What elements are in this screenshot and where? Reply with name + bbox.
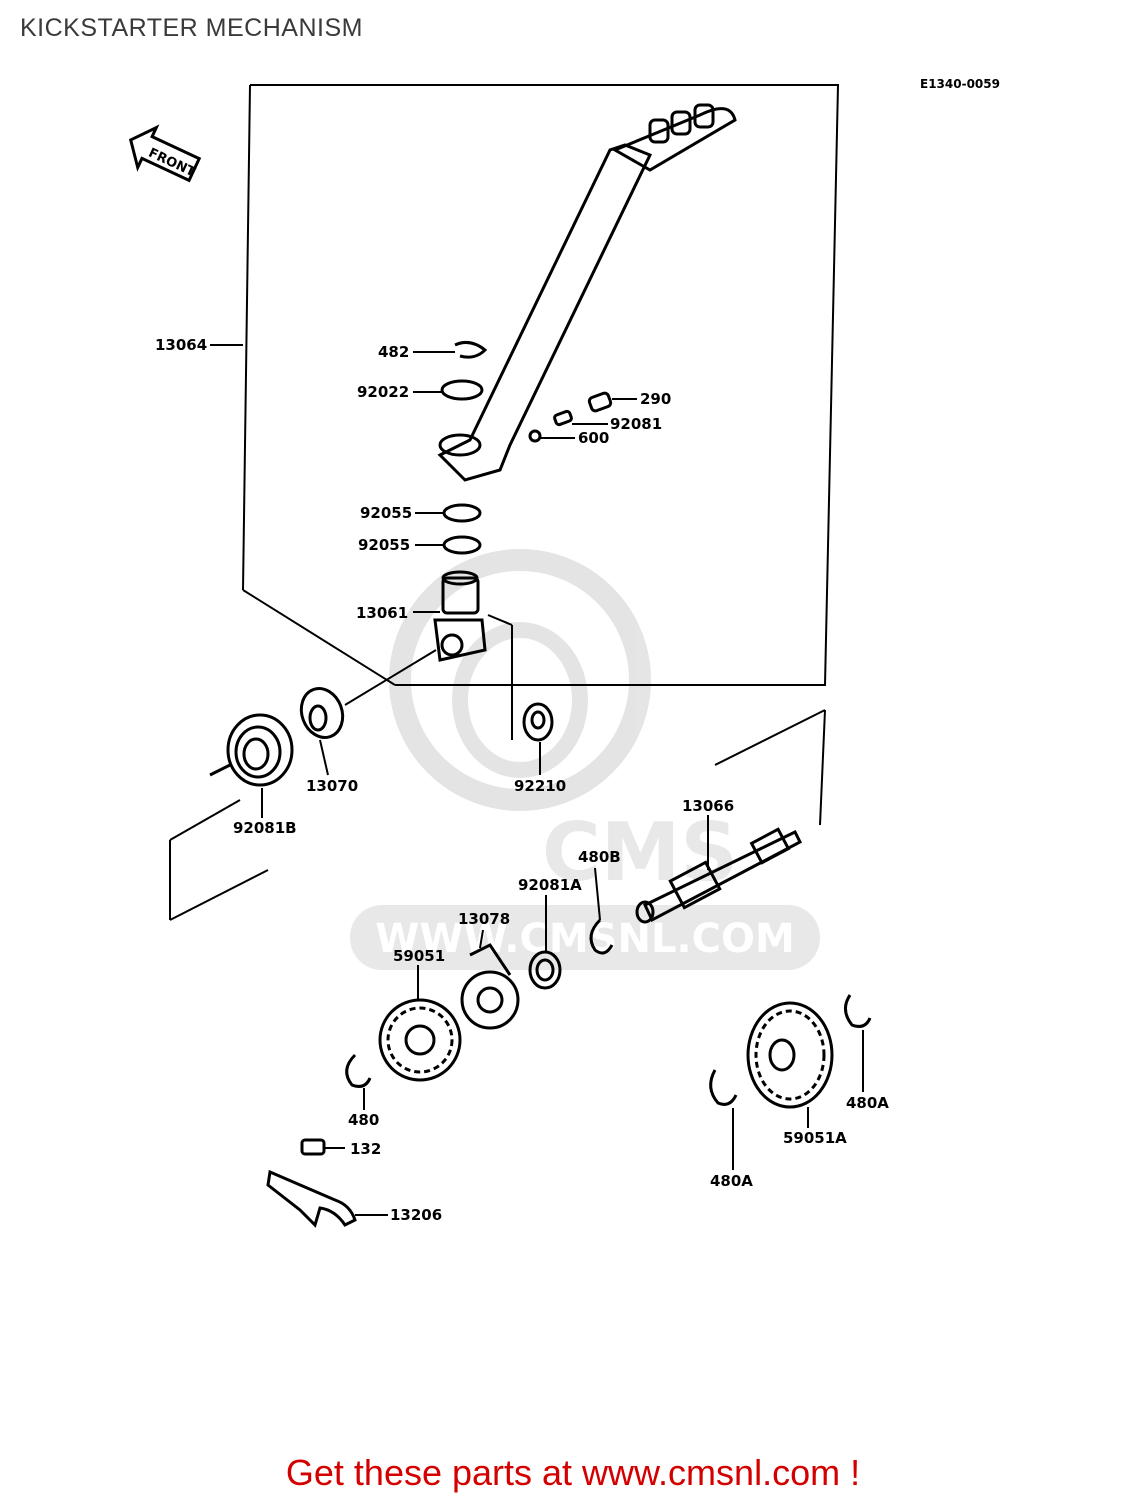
label-92022: 92022 <box>357 383 409 401</box>
label-92081b: 92081B <box>233 819 297 837</box>
watermark: WWW.CMSNL.COM CMS <box>350 549 820 970</box>
ring-480b <box>589 918 614 955</box>
collar-13070 <box>299 687 345 739</box>
watermark-text: WWW.CMSNL.COM <box>375 916 795 962</box>
assembly-frame <box>169 84 840 921</box>
gear-59051a <box>746 1001 834 1109</box>
label-480: 480 <box>348 1111 379 1129</box>
kick-lever <box>437 103 737 482</box>
ring-480 <box>345 1053 372 1088</box>
label-480a-bottom: 480A <box>710 1172 753 1190</box>
label-600: 600 <box>578 429 609 447</box>
footer-link[interactable]: Get these parts at www.cmsnl.com ! <box>285 1452 861 1493</box>
ring-480a-bottom <box>709 1069 738 1106</box>
spring-92081b <box>209 713 294 787</box>
front-arrow-icon: FRONT <box>128 124 202 183</box>
label-92081: 92081 <box>610 415 662 433</box>
label-13206: 13206 <box>390 1206 442 1224</box>
label-13070: 13070 <box>306 777 358 795</box>
label-480a-right: 480A <box>846 1094 889 1112</box>
washer-92210 <box>522 702 554 742</box>
label-59051: 59051 <box>393 947 445 965</box>
label-92210: 92210 <box>514 777 566 795</box>
label-13061: 13061 <box>356 604 408 622</box>
small-parts <box>440 340 613 555</box>
bolt-132 <box>300 1138 326 1156</box>
lever-13206 <box>266 1169 357 1228</box>
label-92055-upper: 92055 <box>360 504 412 522</box>
page-title: KICKSTARTER MECHANISM <box>20 14 363 42</box>
ring-480a-right <box>844 994 872 1028</box>
label-13064: 13064 <box>155 336 207 354</box>
label-92055-lower: 92055 <box>358 536 410 554</box>
label-132: 132 <box>350 1140 381 1158</box>
diagram-code: E1340-0059 <box>920 77 1000 91</box>
label-482: 482 <box>378 343 409 361</box>
label-13066: 13066 <box>682 797 734 815</box>
shaft-13066 <box>635 827 802 924</box>
shaft-13061 <box>433 570 487 662</box>
svg-text:CMS: CMS <box>542 806 738 899</box>
label-13078: 13078 <box>458 910 510 928</box>
label-59051a: 59051A <box>783 1129 847 1147</box>
leader-lines <box>210 344 864 1216</box>
label-92081a: 92081A <box>518 876 582 894</box>
ratchet-13078 <box>460 943 520 1030</box>
gear-59051 <box>378 998 462 1082</box>
label-480b: 480B <box>578 848 621 866</box>
label-290: 290 <box>640 390 671 408</box>
